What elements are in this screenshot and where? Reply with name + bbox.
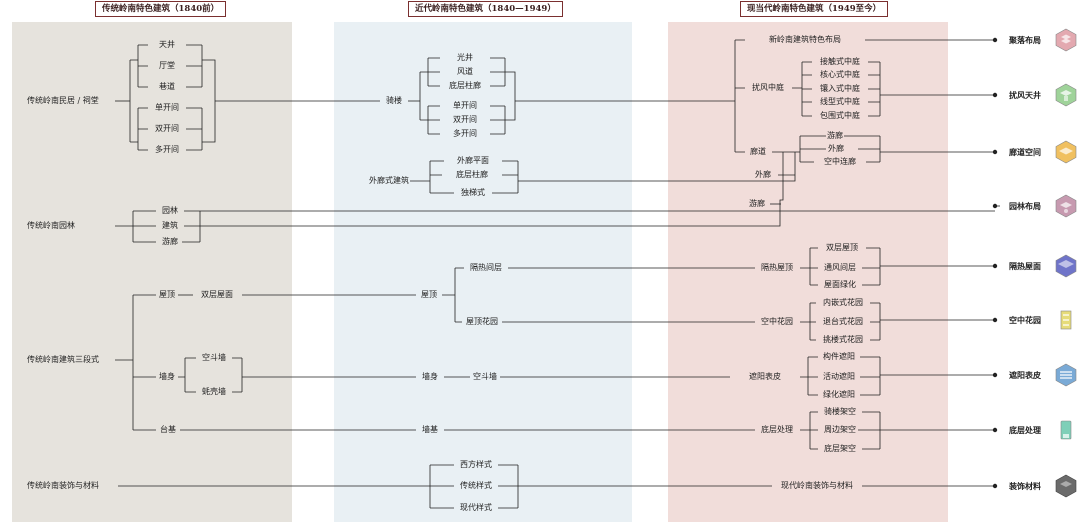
mod-wall-label: 墙身 (422, 372, 438, 381)
mod-double-bay-label: 双开间 (453, 115, 477, 124)
cont-shading-2-label: 活动遮阳 (823, 372, 855, 381)
cont-courtyard-2-label: 核心式中庭 (820, 70, 860, 79)
decor-icon (1054, 474, 1078, 498)
cont-ground-label: 底层处理 (761, 425, 793, 434)
cont-new-layout-label: 新岭南建筑特色布局 (769, 35, 841, 44)
courtyard-icon (1054, 83, 1078, 107)
cont-youlang-label: 游廊 (749, 199, 765, 208)
output-label-2: 扰风天井 (1009, 90, 1041, 100)
trad-base-label: 台基 (160, 425, 176, 434)
trad-residence-label: 传统岭南民居 / 祠堂 (27, 96, 99, 105)
cont-roof-1-label: 双层屋顶 (826, 243, 858, 252)
garden-icon (1054, 194, 1078, 218)
trad-hollow-wall-label: 空斗墙 (202, 353, 226, 362)
cont-corridor-label: 廊道 (750, 147, 766, 156)
trad-yuanlin-label: 园林 (162, 206, 178, 215)
cont-insulation-roof-label: 隔热屋顶 (761, 263, 793, 272)
mod-guangjing-label: 光井 (457, 53, 473, 62)
mod-hollow-wall-label: 空斗墙 (473, 372, 497, 381)
mod-arcade-label: 底层柱廊 (449, 81, 481, 90)
mod-traditional-style-label: 传统样式 (460, 481, 492, 490)
cont-shading-1-label: 构件遮阳 (823, 352, 855, 361)
sky-garden-icon (1054, 308, 1078, 332)
output-label-9: 装饰材料 (1009, 481, 1041, 491)
shading-icon (1054, 363, 1078, 387)
cont-corridor-3-label: 空中连廊 (824, 157, 856, 166)
trad-xiangdao-label: 巷道 (159, 82, 175, 91)
output-label-5: 隔热屋面 (1009, 261, 1041, 271)
mod-verandah-plan-label: 外廊平面 (457, 156, 489, 165)
mod-qilou-label: 骑楼 (386, 96, 402, 105)
output-label-7: 遮阳表皮 (1009, 370, 1041, 380)
cont-courtyard-3-label: 镶入式中庭 (820, 84, 860, 93)
mod-single-bay-label: 单开间 (453, 101, 477, 110)
output-label-6: 空中花园 (1009, 315, 1041, 325)
traditional-era-title: 传统岭南特色建筑（1840前） (95, 1, 227, 17)
mod-modern-style-label: 现代样式 (460, 503, 492, 512)
cont-corridor-1-label: 游廊 (827, 131, 843, 140)
trad-wall-label: 墙身 (159, 372, 175, 381)
mod-ground-arcade-label: 底层柱廊 (456, 170, 488, 179)
modern-era-panel (334, 22, 632, 522)
modern-era-title: 近代岭南特色建筑（1840—1949） (408, 1, 563, 17)
trad-multi-bay-label: 多开间 (155, 145, 179, 154)
cont-roof-3-label: 屋面绿化 (824, 280, 856, 289)
cont-courtyard-1-label: 接触式中庭 (820, 57, 860, 66)
trad-jianzhu-label: 建筑 (162, 221, 178, 230)
mod-western-style-label: 西方样式 (460, 460, 492, 469)
cont-ground-2-label: 周边架空 (824, 425, 856, 434)
trad-double-roof-label: 双层屋面 (201, 290, 233, 299)
contemporary-era-title: 现当代岭南特色建筑（1949至今） (740, 1, 889, 17)
cont-ground-1-label: 骑楼架空 (824, 407, 856, 416)
output-label-1: 聚落布局 (1009, 35, 1041, 45)
trad-roof-label: 屋顶 (159, 290, 175, 299)
mod-base-label: 墙基 (422, 425, 438, 434)
trad-tingtang-label: 厅堂 (159, 61, 175, 70)
cont-ground-3-label: 底层架空 (824, 444, 856, 453)
cont-garden-1-label: 内嵌式花园 (823, 298, 863, 307)
trad-decor-label: 传统岭南装饰与材料 (27, 481, 99, 490)
settlement-icon (1054, 28, 1078, 52)
trad-three-section-label: 传统岭南建筑三段式 (27, 355, 99, 364)
output-label-3: 廊道空间 (1009, 147, 1041, 157)
cont-roof-2-label: 通风间层 (824, 263, 856, 272)
contemporary-era-panel (668, 22, 948, 522)
cont-shading-3-label: 绿化遮阳 (823, 390, 855, 399)
trad-tianjing-label: 天井 (159, 40, 175, 49)
trad-shell-wall-label: 蚝壳墙 (202, 387, 226, 396)
mod-fengdao-label: 风道 (457, 67, 473, 76)
mod-insulation-label: 隔热间层 (470, 263, 502, 272)
mod-roof-garden-label: 屋顶花园 (466, 317, 498, 326)
trad-double-bay-label: 双开间 (155, 124, 179, 133)
trad-garden-label: 传统岭南园林 (27, 221, 75, 230)
ground-icon (1054, 418, 1078, 442)
corridor-icon (1054, 140, 1078, 164)
mod-stair-label: 独梯式 (461, 188, 485, 197)
mod-verandah-building-label: 外廊式建筑 (369, 176, 409, 185)
cont-decor-label: 现代岭南装饰与材料 (781, 481, 853, 490)
cont-shading-label: 遮阳表皮 (749, 372, 781, 381)
cont-garden-2-label: 退台式花园 (823, 317, 863, 326)
output-label-4: 园林布局 (1009, 201, 1041, 211)
cont-courtyard-5-label: 包围式中庭 (820, 111, 860, 120)
cont-courtyard-4-label: 线型式中庭 (820, 97, 860, 106)
roof-icon (1054, 254, 1078, 278)
trad-youlang-label: 游廊 (162, 237, 178, 246)
traditional-era-panel (12, 22, 292, 522)
output-label-8: 底层处理 (1009, 425, 1041, 435)
mod-roof-label: 屋顶 (421, 290, 437, 299)
cont-courtyard-label: 扰风中庭 (752, 83, 784, 92)
cont-garden-3-label: 挑楼式花园 (823, 335, 863, 344)
cont-sky-garden-label: 空中花园 (761, 317, 793, 326)
cont-outer-corridor-label: 外廊 (755, 170, 771, 179)
trad-single-bay-label: 单开间 (155, 103, 179, 112)
cont-corridor-2-label: 外廊 (828, 144, 844, 153)
mod-multi-bay-label: 多开间 (453, 129, 477, 138)
